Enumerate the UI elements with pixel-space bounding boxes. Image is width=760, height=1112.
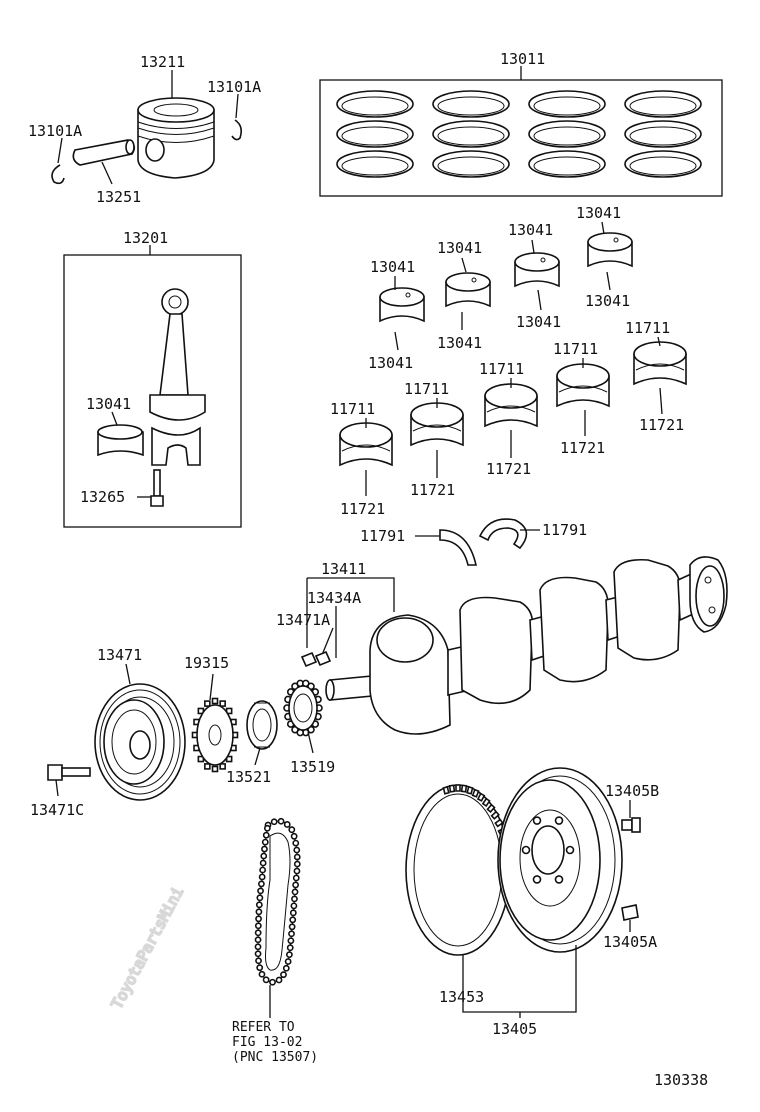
label-13041-b4-top: 13041	[576, 204, 621, 222]
crank-key[interactable]	[300, 651, 318, 668]
label-13411: 13411	[321, 560, 366, 578]
piston-ring-stack[interactable]	[432, 90, 510, 178]
conrod-bearing-b4[interactable]	[587, 232, 633, 268]
watermark: ToyotaPartsMini	[108, 884, 187, 1012]
diagram-id: 130338	[654, 1071, 708, 1089]
label-13201: 13201	[123, 229, 168, 247]
oil-slinger[interactable]	[246, 700, 278, 750]
refer-note-line-3: (PNC 13507)	[232, 1050, 318, 1065]
main-bearing-m2[interactable]	[410, 402, 464, 447]
label-11711-m3: 11711	[479, 360, 524, 378]
conrod-assy-box	[63, 254, 242, 528]
piston-ring-set[interactable]	[319, 79, 723, 197]
label-13265: 13265	[80, 488, 125, 506]
piston[interactable]	[137, 97, 215, 179]
piston-ring-stack[interactable]	[528, 90, 606, 178]
label-11791-right: 11791	[542, 521, 587, 539]
label-13101a-left: 13101A	[28, 122, 82, 140]
piston-ring-stack[interactable]	[336, 90, 414, 178]
piston-pin[interactable]	[72, 139, 136, 166]
conrod-bearing-b3[interactable]	[514, 252, 560, 288]
label-13041-b1-top: 13041	[370, 258, 415, 276]
label-11711-m2: 11711	[404, 380, 449, 398]
main-bearing-m4[interactable]	[556, 363, 610, 408]
label-13041-b2-bottom: 13041	[437, 334, 482, 352]
label-13041-b4-bottom: 13041	[585, 292, 630, 310]
conrod-bearing-b2[interactable]	[445, 272, 491, 308]
label-13405b: 13405B	[605, 782, 659, 800]
label-11721-m2: 11721	[410, 481, 455, 499]
label-11721-m1: 11721	[340, 500, 385, 518]
connecting-rod[interactable]	[149, 288, 206, 466]
label-11721-m5: 11721	[639, 416, 684, 434]
crank-sprocket[interactable]	[283, 679, 323, 737]
label-11711-m4: 11711	[553, 340, 598, 358]
thrust-washer-left[interactable]	[439, 529, 478, 566]
main-bearing-m1[interactable]	[339, 422, 393, 467]
main-bearing-m5[interactable]	[633, 341, 687, 386]
flywheel-pin[interactable]	[621, 904, 639, 921]
label-13405a: 13405A	[603, 933, 657, 951]
flywheel[interactable]	[497, 767, 623, 953]
label-13471: 13471	[97, 646, 142, 664]
snap-ring-left[interactable]	[51, 164, 65, 185]
refer-note-line-1: REFER TO	[232, 1020, 295, 1035]
label-13471a: 13471A	[276, 611, 330, 629]
label-13471c: 13471C	[30, 801, 84, 819]
timing-sensor-plate[interactable]	[191, 697, 239, 773]
label-13101a-right: 13101A	[207, 78, 261, 96]
label-13453: 13453	[439, 988, 484, 1006]
label-13041-b3-bottom: 13041	[516, 313, 561, 331]
pulley-bolt[interactable]	[47, 764, 91, 781]
thrust-washer-right[interactable]	[478, 518, 528, 550]
label-13041-rod: 13041	[86, 395, 131, 413]
label-13251: 13251	[96, 188, 141, 206]
timing-chain[interactable]	[254, 817, 301, 986]
label-13041-b3-top: 13041	[508, 221, 553, 239]
label-11711-m1: 11711	[330, 400, 375, 418]
ring-gear[interactable]	[405, 784, 511, 956]
crank-pulley[interactable]	[94, 683, 186, 801]
piston-ring-stack[interactable]	[624, 90, 702, 178]
label-13521: 13521	[226, 768, 271, 786]
label-11721-m4: 11721	[560, 439, 605, 457]
conrod-bearing-b1[interactable]	[379, 287, 425, 323]
label-13519: 13519	[290, 758, 335, 776]
crankshaft[interactable]	[325, 556, 728, 735]
label-13011: 13011	[500, 50, 545, 68]
label-19315: 19315	[184, 654, 229, 672]
label-11721-m3: 11721	[486, 460, 531, 478]
conrod-bolt[interactable]	[150, 469, 164, 507]
pulley-key[interactable]	[314, 650, 332, 667]
label-11791-left: 11791	[360, 527, 405, 545]
refer-note-line-2: FIG 13-02	[232, 1035, 302, 1050]
label-13211: 13211	[140, 53, 185, 71]
snap-ring-right[interactable]	[231, 119, 242, 141]
flywheel-bolt[interactable]	[621, 817, 641, 833]
main-bearing-m3[interactable]	[484, 383, 538, 428]
label-13041-b2-top: 13041	[437, 239, 482, 257]
label-13405: 13405	[492, 1020, 537, 1038]
label-11711-m5: 11711	[625, 319, 670, 337]
conrod-bearing[interactable]	[97, 424, 144, 457]
label-13434a: 13434A	[307, 589, 361, 607]
label-13041-b1-bottom: 13041	[368, 354, 413, 372]
